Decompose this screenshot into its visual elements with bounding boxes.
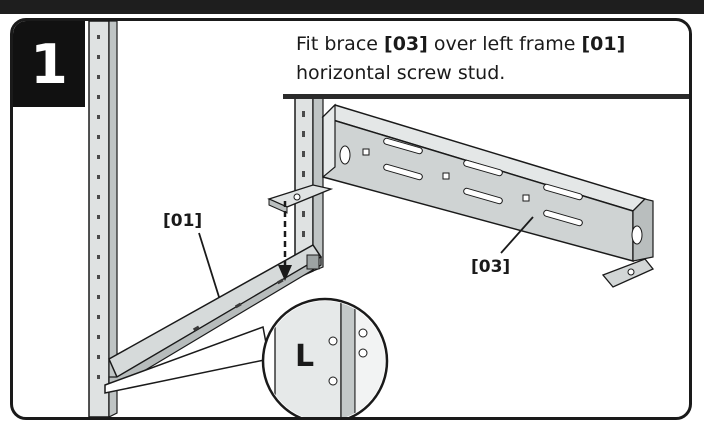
- instruction-text-b: over left frame: [427, 33, 582, 55]
- instruction-callout: Fit brace [03] over left frame [01] hori…: [278, 24, 689, 94]
- brace-label: [03]: [469, 257, 513, 277]
- assembly-illustration: [88, 21, 655, 417]
- frame-diagonal-rail: [108, 244, 323, 388]
- instruction-line-2: horizontal screw stud.: [296, 62, 506, 84]
- instruction-line-1: Fit brace [03] over left frame [01]: [296, 30, 678, 59]
- right-frame-post: [294, 83, 324, 281]
- instruction-text-a: Fit brace: [296, 33, 385, 55]
- brace-03: [321, 103, 655, 288]
- frame-label-leader: [198, 232, 220, 298]
- zoom-left-marker: L: [295, 339, 315, 374]
- top-bar: [0, 0, 704, 14]
- instruction-panel: 1 Fit brace [03] over left frame [01] ho…: [10, 18, 692, 420]
- frame-label: [01]: [161, 211, 205, 231]
- step-number-badge: 1: [13, 21, 85, 107]
- left-frame-post: [88, 21, 118, 417]
- insertion-arrow: [278, 201, 292, 281]
- frame-ref: [01]: [581, 33, 626, 55]
- brace-label-leader: [500, 216, 534, 254]
- brace-ref: [03]: [384, 33, 428, 55]
- screw-stud: [306, 254, 320, 270]
